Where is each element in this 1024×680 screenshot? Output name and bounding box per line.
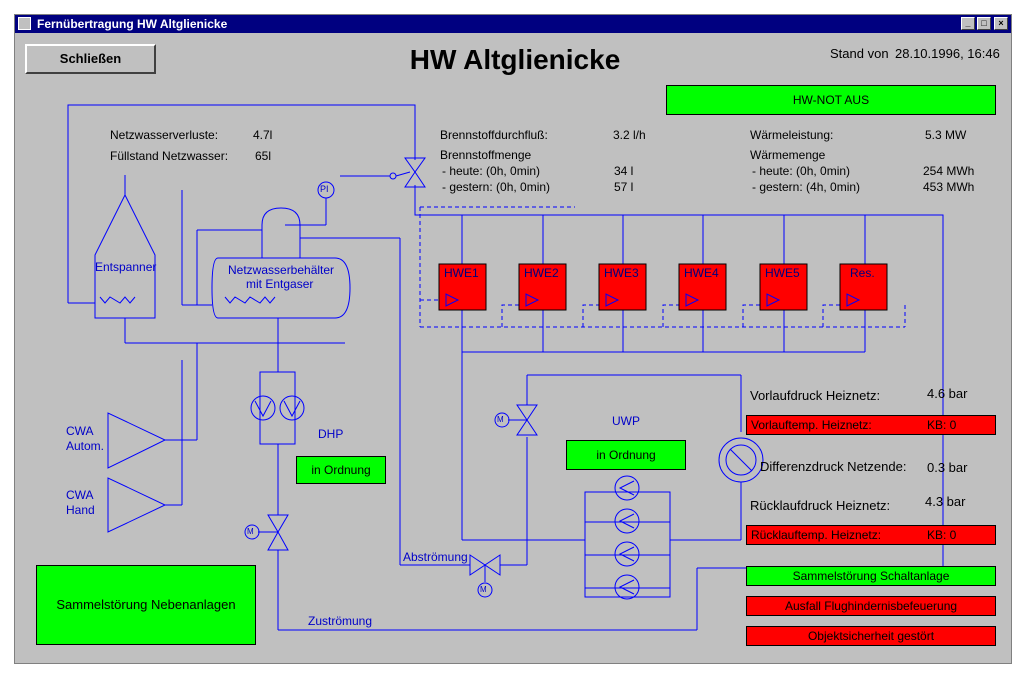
differenzdruck-value: 0.3 bar [927, 460, 968, 475]
close-button[interactable]: Schließen [25, 44, 156, 74]
brennstoffmenge-label: Brennstoffmenge [440, 148, 532, 162]
netzwasserverluste-label: Netzwasserverluste: [110, 128, 219, 142]
ruecklaufdruck-value: 4.3 bar [925, 494, 966, 509]
fuellstand-value: 65l [255, 149, 272, 163]
netzwasserbehaelter-label: Netzwasserbehälter [228, 263, 335, 277]
ruecklauftemp-alarm: Rücklauftemp. Heiznetz: KB: 0 [746, 525, 996, 545]
fuellstand-label: Füllstand Netzwasser: [110, 149, 229, 163]
pi-gauge-label: PI [320, 184, 329, 194]
stand-value: 28.10.1996, 16:46 [895, 46, 1000, 61]
waerme-heute-label: - heute: (0h, 0min) [752, 164, 851, 178]
abstroemung-valve-motor-label: M [480, 585, 487, 594]
uwp-label: UWP [612, 414, 640, 428]
main-window: Fernübertragung HW Altglienicke _ □ × [14, 14, 1012, 664]
ruecklaufdruck-label: Rücklaufdruck Heiznetz: [750, 498, 891, 513]
hwe1-label[interactable]: HWE1 [444, 266, 479, 280]
stand-label: Stand von [830, 46, 889, 61]
ruecklauftemp-label: Rücklauftemp. Heiznetz: [751, 528, 882, 542]
flughindernisbefeuerung-alarm: Ausfall Flughindernisbefeuerung [746, 596, 996, 616]
brennstoff-heute-label: - heute: (0h, 0min) [442, 164, 541, 178]
dhp-status: in Ordnung [296, 456, 386, 484]
vorlauftemp-alarm: Vorlauftemp. Heiznetz: KB: 0 [746, 415, 996, 435]
ruecklauftemp-value: KB: 0 [927, 528, 957, 542]
brennstoffdurchfluss-label: Brennstoffdurchfluß: [440, 128, 548, 142]
vorlauftemp-value: KB: 0 [927, 418, 957, 432]
vorlaufdruck-label: Vorlaufdruck Heiznetz: [750, 388, 881, 403]
entspanner-label: Entspanner [95, 260, 157, 274]
cwa-hand-label: CWA [66, 488, 94, 502]
waerme-gestern-value: 453 MWh [923, 180, 975, 194]
dhp-valve-motor-label: M [247, 527, 254, 536]
brennstoffdurchfluss-value: 3.2 l/h [613, 128, 646, 142]
cwa-hand-sub-label: Hand [66, 503, 95, 517]
entgaser-label: mit Entgaser [246, 277, 314, 291]
vorlauftemp-label: Vorlauftemp. Heiznetz: [751, 418, 872, 432]
app-icon [18, 17, 31, 30]
window-title: Fernübertragung HW Altglienicke [37, 17, 228, 31]
hwe5-label[interactable]: HWE5 [765, 266, 800, 280]
cwa-auto-label: CWA [66, 424, 94, 438]
hwe3-label[interactable]: HWE3 [604, 266, 639, 280]
dhp-label: DHP [318, 427, 344, 441]
waermeleistung-label: Wärmeleistung: [750, 128, 834, 142]
sammelstoerung-nebenanlagen-status: Sammelstörung Nebenanlagen [36, 565, 256, 645]
brennstoff-gestern-value: 57 l [614, 180, 634, 194]
page-title: HW Altglienicke [409, 44, 621, 75]
brennstoff-heute-value: 34 l [614, 164, 634, 178]
brennstoff-gestern-label: - gestern: (0h, 0min) [442, 180, 551, 194]
close-icon[interactable]: × [994, 17, 1008, 30]
netzwasserverluste-value: 4.7l [253, 128, 273, 142]
waerme-heute-value: 254 MWh [923, 164, 975, 178]
title-bar: Fernübertragung HW Altglienicke _ □ × [15, 15, 1011, 33]
minimize-icon[interactable]: _ [961, 17, 975, 30]
sammelstoerung-schaltanlage-status: Sammelstörung Schaltanlage [746, 566, 996, 586]
cwa-auto-sub-label: Autom. [66, 439, 105, 453]
maximize-icon[interactable]: □ [977, 17, 991, 30]
differenzdruck-label: Differenzdruck Netzende: [760, 459, 907, 474]
uwp-status: in Ordnung [566, 440, 686, 470]
vorlaufdruck-value: 4.6 bar [927, 386, 968, 401]
waermeleistung-value: 5.3 MW [925, 128, 967, 142]
hwe4-label[interactable]: HWE4 [684, 266, 719, 280]
reserve-label[interactable]: Res. [850, 266, 875, 280]
uwp-valve-motor-label: M [497, 415, 504, 424]
zustroemung-label: Zuströmung [308, 614, 373, 628]
hw-not-aus-status: HW-NOT AUS [666, 85, 996, 115]
waermemenge-label: Wärmemenge [750, 148, 826, 162]
abstroemung-label: Abströmung [403, 550, 468, 564]
objektsicherheit-alarm: Objektsicherheit gestört [746, 626, 996, 646]
hwe2-label[interactable]: HWE2 [524, 266, 559, 280]
waerme-gestern-label: - gestern: (4h, 0min) [752, 180, 861, 194]
